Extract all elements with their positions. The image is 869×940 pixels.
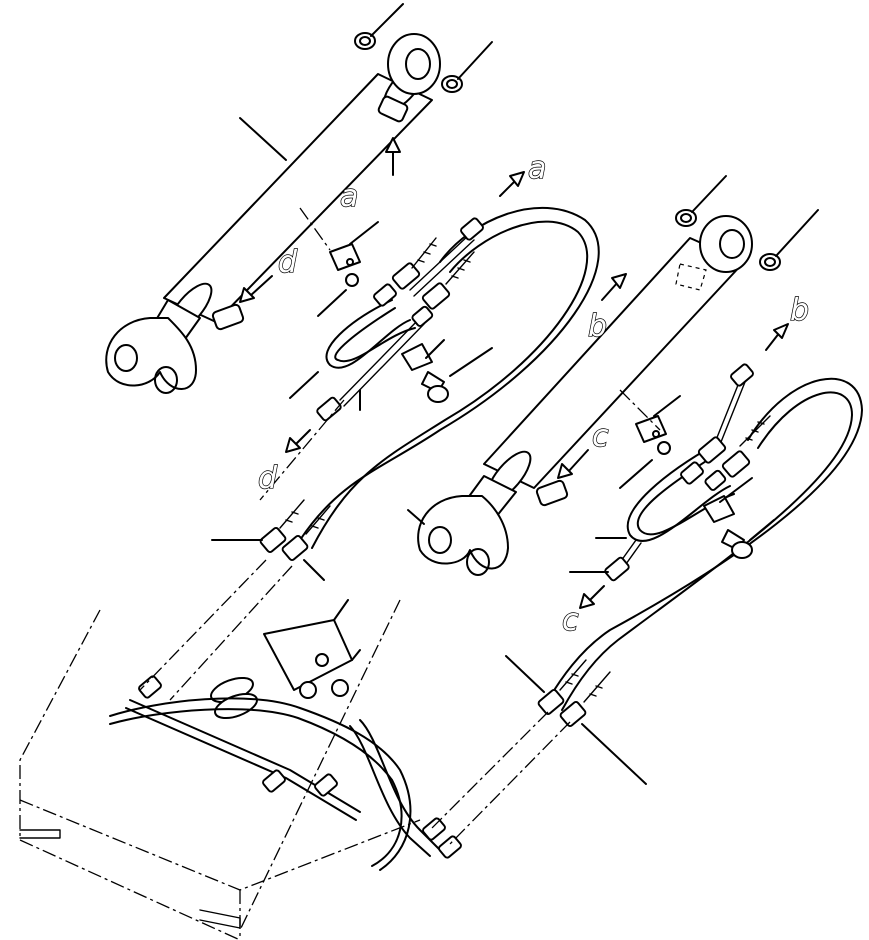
callout-d-lower: d <box>258 461 278 496</box>
control-valve <box>109 599 462 871</box>
callout-c-lower: c <box>562 603 579 638</box>
callout-labels: a a d d b b c c <box>257 150 809 638</box>
leader-lines <box>211 117 775 785</box>
right-cylinder <box>417 215 753 576</box>
right-hose-assembly <box>537 363 863 727</box>
right-cylinder-seals <box>675 175 819 271</box>
callout-b-right: b <box>790 293 809 328</box>
callout-d-upper: d <box>278 245 298 280</box>
machine-frame <box>19 599 421 940</box>
connection-lines <box>139 207 661 847</box>
left-cylinder-seals <box>354 3 493 93</box>
callout-b-left: b <box>588 309 607 344</box>
flow-arrows <box>239 137 789 609</box>
callout-a-upper: a <box>528 151 546 186</box>
left-cylinder <box>105 33 441 394</box>
callout-c-upper: c <box>592 419 609 454</box>
callout-a-lower: a <box>340 179 358 214</box>
left-hose-assembly <box>259 206 600 561</box>
